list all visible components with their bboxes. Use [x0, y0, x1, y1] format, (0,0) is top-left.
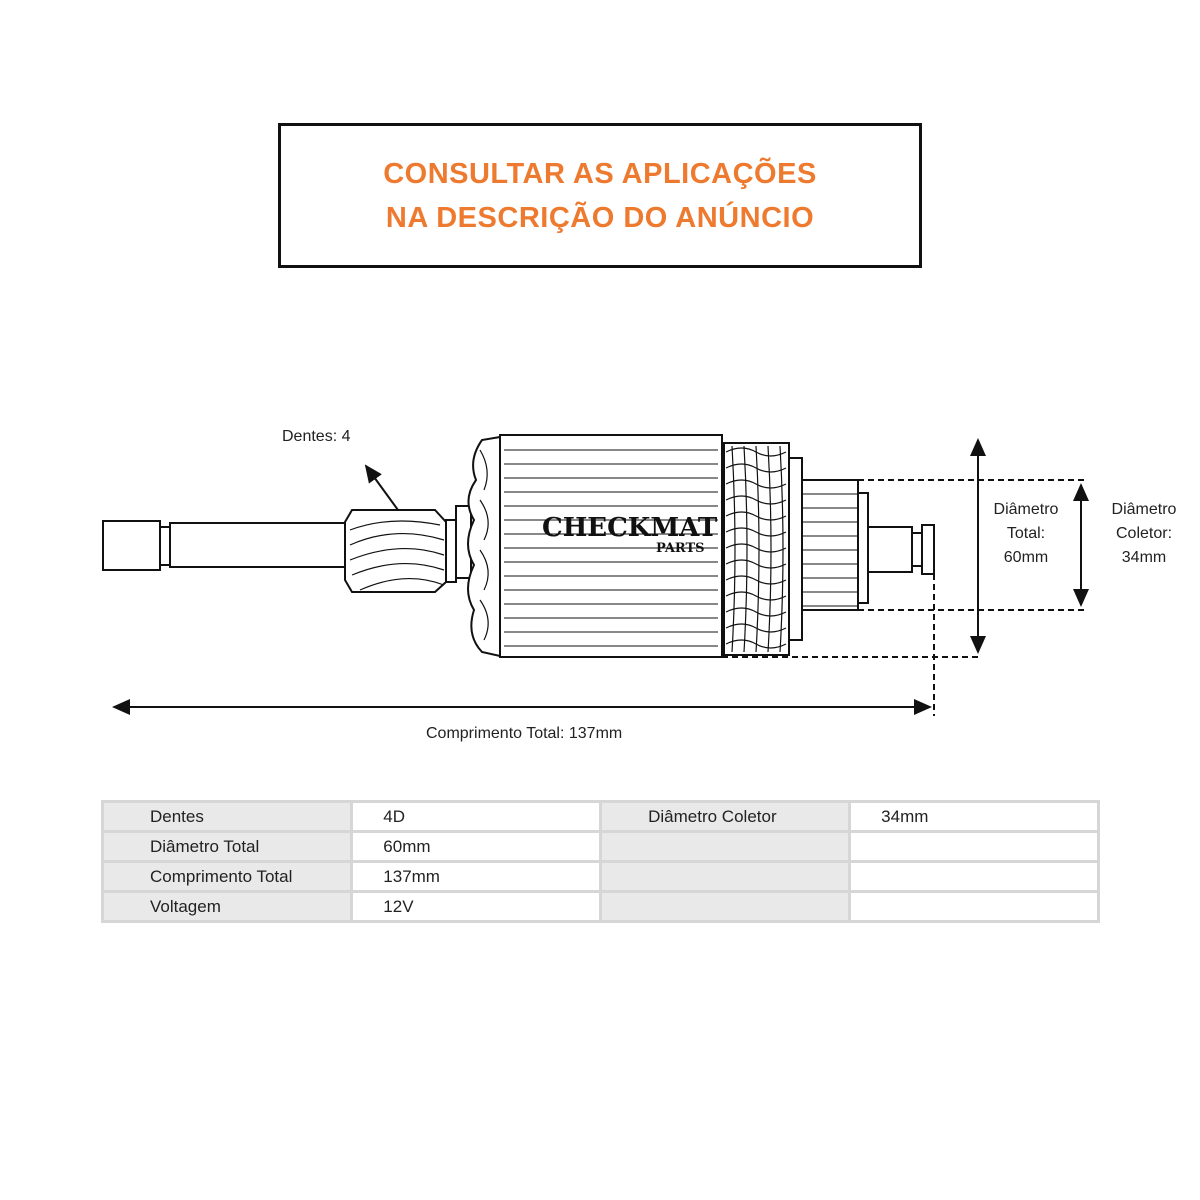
label-line: Total:: [1006, 525, 1046, 542]
spec-label-cell: Voltagem: [100, 890, 354, 923]
armature-core: [499, 434, 723, 658]
commutator: [801, 479, 859, 611]
spec-value-cell: 34mm: [848, 800, 1100, 833]
total-length-label: Comprimento Total: 137mm: [426, 725, 623, 742]
banner-line-2: NA DESCRIÇÃO DO ANÚNCIO: [385, 201, 815, 234]
teeth-pointer: [364, 464, 399, 511]
spec-label-cell: Comprimento Total: [100, 860, 354, 893]
total-diameter-label: Diâmetro Total: 60mm: [980, 498, 1072, 570]
spec-value-cell: 12V: [350, 890, 603, 923]
pinion-gear: [344, 509, 447, 593]
spec-label-cell: [599, 830, 852, 863]
spec-label-cell: [599, 860, 852, 893]
spec-label-cell: Dentes: [100, 800, 354, 833]
spec-label-cell: Diâmetro Coletor: [599, 800, 852, 833]
spec-value-cell: [848, 890, 1100, 923]
label-line: 60mm: [1003, 549, 1049, 566]
label-line: Diâmetro: [1111, 501, 1177, 518]
applications-banner: CONSULTAR AS APLICAÇÕES NA DESCRIÇÃO DO …: [278, 123, 922, 268]
label-line: Coletor:: [1115, 525, 1173, 542]
banner-line-1: CONSULTAR AS APLICAÇÕES: [383, 157, 817, 190]
spec-value-cell: [848, 830, 1100, 863]
spec-value-cell: [848, 860, 1100, 893]
spec-value-cell: 137mm: [350, 860, 603, 893]
label-line: Diâmetro: [993, 501, 1059, 518]
left-winding: [467, 435, 501, 658]
logo-parts: PARTS: [656, 541, 705, 556]
collector-diameter-label: Diâmetro Coletor: 34mm: [1098, 498, 1190, 570]
shaft-end-left: [102, 520, 161, 571]
spec-value-cell: 4D: [350, 800, 603, 833]
spec-label-cell: [599, 890, 852, 923]
logo-checkmate: CHECKMAT: [542, 513, 718, 543]
spec-value-cell: 60mm: [350, 830, 603, 863]
teeth-label: Dentes: 4: [282, 428, 351, 445]
spec-label-cell: Diâmetro Total: [100, 830, 354, 863]
shaft: [169, 522, 346, 568]
label-line: 34mm: [1121, 549, 1167, 566]
